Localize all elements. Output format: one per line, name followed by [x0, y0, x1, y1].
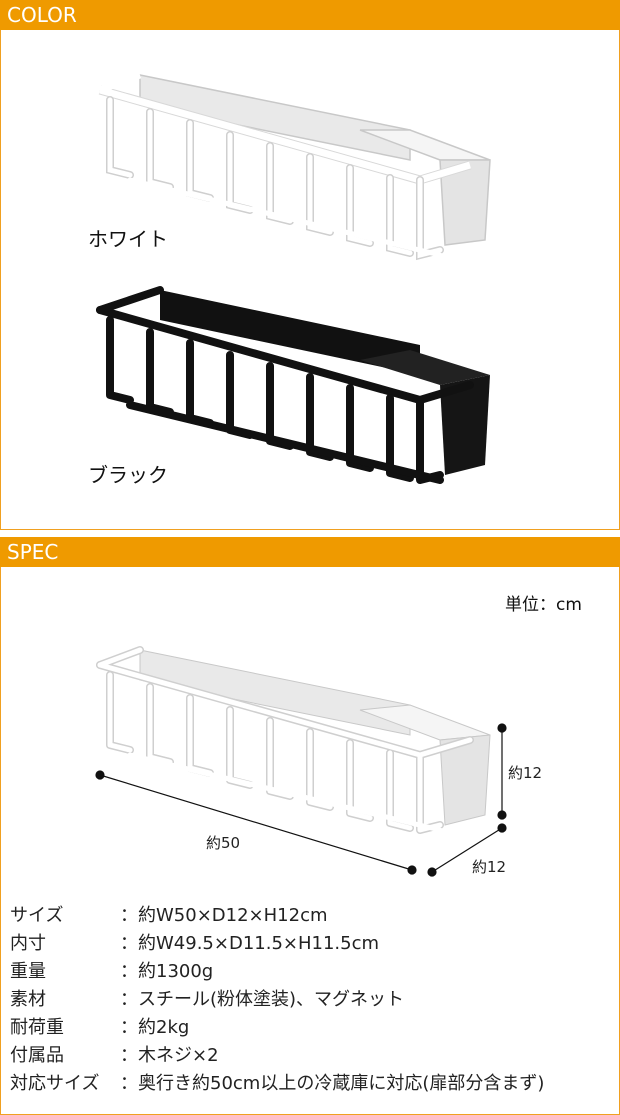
black-color-label: ブラック	[88, 463, 168, 487]
spec-value: ：約W49.5×D11.5×H11.5cm	[120, 933, 380, 954]
white-basket-image	[98, 71, 491, 261]
spec-key: 対応サイズ	[10, 1073, 100, 1094]
spec-value: ：約2kg	[120, 1017, 190, 1038]
dimension-depth-label: 約12	[472, 858, 507, 876]
spec-value: ：木ネジ×2	[120, 1045, 219, 1066]
dimension-width-label: 約50	[206, 834, 241, 852]
spec-key: 耐荷重	[10, 1017, 64, 1038]
spec-value: ：スチール(粉体塗装)、マグネット	[120, 989, 405, 1010]
spec-key: 内寸	[10, 933, 46, 954]
spec-key: 重量	[10, 961, 46, 982]
spec-key: サイズ	[10, 905, 64, 926]
spec-key: 素材	[10, 989, 46, 1010]
spec-key: 付属品	[10, 1045, 64, 1066]
spec-value: ：奥行き約50cm以上の冷蔵庫に対応(扉部分含まず)	[120, 1073, 545, 1094]
white-color-label: ホワイト	[88, 227, 168, 251]
unit-label: 単位：cm	[505, 595, 582, 615]
spec-section-header: SPEC	[0, 537, 620, 567]
black-basket-image	[96, 286, 490, 484]
spec-value: ：約1300g	[120, 961, 214, 982]
dimension-height-label: 約12	[508, 764, 543, 782]
spec-basket-diagram	[95, 646, 507, 877]
spec-value: ：約W50×D12×H12cm	[120, 905, 328, 926]
color-section-header: COLOR	[0, 0, 620, 30]
